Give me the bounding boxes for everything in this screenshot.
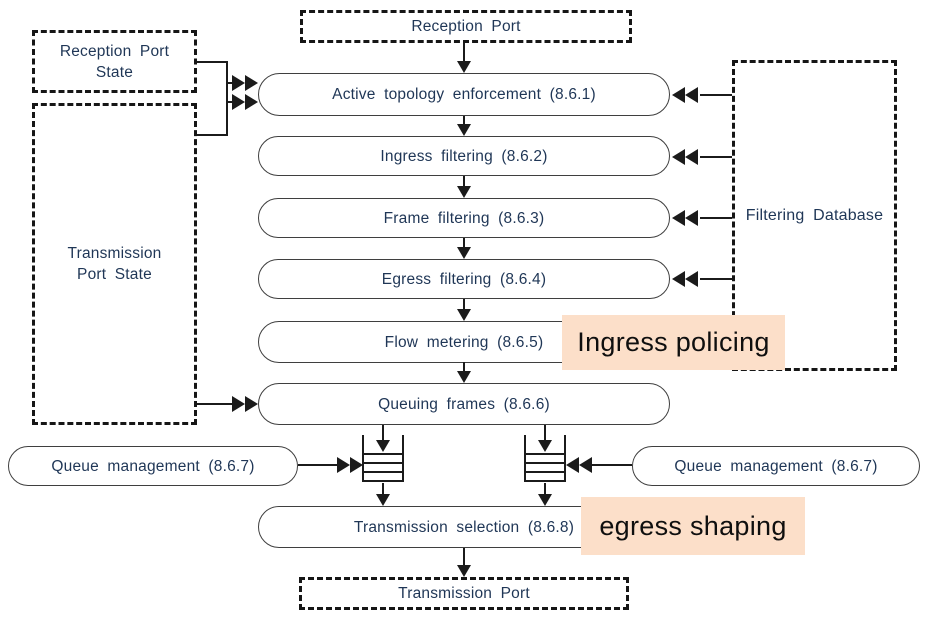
egress-shaping-highlight: egress shaping	[581, 497, 805, 555]
stage-ingress-filtering: Ingress filtering (8.6.2)	[258, 136, 670, 176]
queue-management-left: Queue management (8.6.7)	[8, 446, 298, 486]
queue-right-slot-line-3	[524, 471, 566, 473]
state-connector-2-head2-icon	[245, 94, 258, 110]
stage-active-topology-enforcement-label: Active topology enforcement (8.6.1)	[332, 86, 596, 103]
stage-frame-filtering-label: Frame filtering (8.6.3)	[383, 209, 545, 227]
state-connector-queuing-line	[197, 403, 232, 405]
reception-port-label: Reception Port	[411, 18, 521, 35]
stage-ingress-filtering-label: Ingress filtering (8.6.2)	[380, 147, 548, 165]
transmission-port-box: Transmission Port	[299, 577, 629, 610]
queue-left-slot-line-3	[362, 471, 404, 473]
flow-arrow-5-6-line	[463, 362, 465, 371]
db-connector-2-line	[700, 156, 732, 158]
queue-right-slot-line-1	[524, 453, 566, 455]
flow-arrow-reception-line	[463, 43, 465, 61]
filtering-database-box: Filtering Database	[732, 60, 897, 371]
egress-shaping-label: egress shaping	[599, 510, 787, 541]
flow-arrow-queue-left-out-line	[382, 483, 384, 494]
reception-port-state-label-line1: Reception Port	[59, 42, 170, 60]
db-connector-3-head1-icon	[672, 210, 685, 226]
stage-frame-filtering: Frame filtering (8.6.3)	[258, 198, 670, 238]
state-bracket-top-line	[197, 61, 228, 63]
transmission-port-label: Transmission Port	[398, 585, 530, 602]
flow-arrow-1-2-line	[463, 116, 465, 124]
flow-arrow-transmission-line	[463, 548, 465, 565]
qm-left-connector-head1-icon	[337, 457, 350, 473]
queue-left-slot-line-4	[362, 480, 404, 482]
state-connector-1-head2-icon	[245, 75, 258, 91]
db-connector-3-line	[700, 217, 732, 219]
state-connector-1-head1-icon	[232, 75, 245, 91]
queue-right-wall-left	[524, 435, 526, 482]
db-connector-4-line	[700, 278, 732, 280]
db-connector-2-head2-icon	[685, 149, 698, 165]
reception-port-state-box: Reception Port State	[32, 30, 197, 93]
db-connector-2-head1-icon	[672, 149, 685, 165]
stage-queuing-frames: Queuing frames (8.6.6)	[258, 383, 670, 425]
queue-management-left-label: Queue management (8.6.7)	[51, 457, 255, 475]
qm-right-connector-head2-icon	[579, 457, 592, 473]
ingress-policing-label: Ingress policing	[577, 327, 770, 357]
filtering-database-label: Filtering Database	[745, 207, 884, 224]
queue-left-slot-line-1	[362, 453, 404, 455]
flow-arrow-4-5-head-icon	[457, 309, 471, 321]
flow-arrow-1-2-head-icon	[457, 124, 471, 136]
flow-arrow-queue-right-out-line	[544, 483, 546, 494]
state-bracket-vertical-line	[226, 61, 228, 136]
db-connector-1-head2-icon	[685, 87, 698, 103]
flow-arrow-3-4-head-icon	[457, 247, 471, 259]
queue-management-right: Queue management (8.6.7)	[632, 446, 920, 486]
stage-flow-metering-label: Flow metering (8.6.5)	[384, 333, 544, 351]
flow-arrow-queue-left-out-head-icon	[376, 494, 390, 506]
qm-right-connector-head1-icon	[566, 457, 579, 473]
qm-left-connector-line	[298, 464, 338, 466]
state-connector-2-head1-icon	[232, 94, 245, 110]
state-bracket-bottom-line	[197, 134, 228, 136]
stage-transmission-selection-label: Transmission selection (8.6.8)	[353, 518, 575, 536]
flow-arrow-reception-head-icon	[457, 61, 471, 73]
flow-arrow-queue-right-in-head-icon	[538, 440, 552, 452]
flow-arrow-2-3-head-icon	[457, 186, 471, 198]
flow-arrow-5-6-head-icon	[457, 371, 471, 383]
queue-right-wall-right	[564, 435, 566, 482]
flow-arrow-queue-left-in-head-icon	[376, 440, 390, 452]
reception-port-box: Reception Port	[300, 10, 632, 43]
db-connector-4-head2-icon	[685, 271, 698, 287]
state-connector-1-line	[226, 82, 234, 84]
flow-arrow-transmission-head-icon	[457, 565, 471, 577]
db-connector-1-line	[700, 94, 732, 96]
flow-arrow-3-4-line	[463, 238, 465, 247]
flow-arrow-queue-right-out-head-icon	[538, 494, 552, 506]
stage-egress-filtering: Egress filtering (8.6.4)	[258, 259, 670, 299]
db-connector-3-head2-icon	[685, 210, 698, 226]
db-connector-1-head1-icon	[672, 87, 685, 103]
reception-port-state-label-line2: State	[95, 63, 134, 81]
transmission-port-state-box: Transmission Port State	[32, 103, 197, 425]
queue-management-right-label: Queue management (8.6.7)	[674, 457, 878, 475]
stage-egress-filtering-label: Egress filtering (8.6.4)	[381, 270, 547, 288]
queue-left-slot-line-2	[362, 462, 404, 464]
queue-right-slot-line-4	[524, 480, 566, 482]
state-connector-2-line	[226, 101, 234, 103]
ingress-policing-highlight: Ingress policing	[562, 315, 785, 370]
transmission-port-state-label-line2: Port State	[77, 266, 152, 283]
stage-active-topology-enforcement: Active topology enforcement (8.6.1)	[258, 73, 670, 116]
state-connector-queuing-head1-icon	[232, 396, 245, 412]
queue-left-wall-right	[402, 435, 404, 482]
db-connector-4-head1-icon	[672, 271, 685, 287]
stage-queuing-frames-label: Queuing frames (8.6.6)	[378, 395, 550, 413]
flow-arrow-queue-left-in-line	[382, 425, 384, 440]
qm-right-connector-line	[592, 464, 632, 466]
qm-left-connector-head2-icon	[350, 457, 363, 473]
queue-right-slot-line-2	[524, 462, 566, 464]
state-connector-queuing-head2-icon	[245, 396, 258, 412]
flow-arrow-queue-right-in-line	[544, 425, 546, 440]
transmission-port-state-label-line1: Transmission	[67, 245, 162, 262]
queue-left-wall-left	[362, 435, 364, 482]
flow-arrow-2-3-line	[463, 176, 465, 186]
flow-arrow-4-5-line	[463, 299, 465, 309]
